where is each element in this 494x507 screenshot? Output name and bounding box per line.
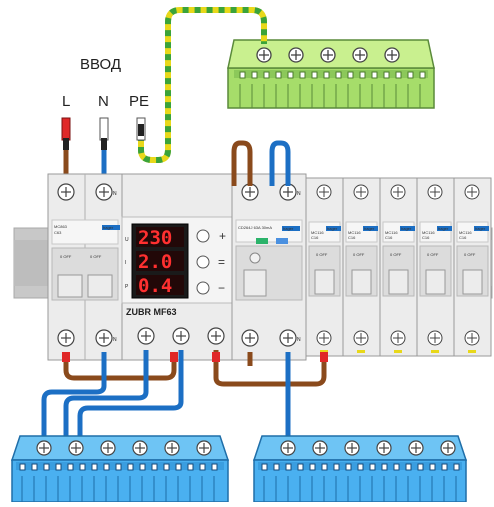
input-pe-ferrule xyxy=(136,117,146,141)
power-display xyxy=(136,275,184,295)
rcd-n-bottom: N xyxy=(297,337,301,343)
breaker-rating: C16 xyxy=(311,235,319,240)
group-breaker: hager MC116 C16 0 OFF xyxy=(416,177,455,357)
breaker-brand: hager xyxy=(327,226,338,231)
breaker-rating: C16 xyxy=(385,235,393,240)
rcd-neutral-jumper xyxy=(269,140,291,186)
breaker-rating: C16 xyxy=(459,235,467,240)
breaker-brand: hager xyxy=(475,226,486,231)
label-n: N xyxy=(98,93,109,110)
zubr-relay: 230 2.0 0.4 U I P + = − ZUBR MF63 xyxy=(121,173,233,361)
main-breaker-brand: hager xyxy=(103,225,114,230)
breaker-model: MC116 xyxy=(385,230,398,235)
row-letter-i: I xyxy=(125,260,126,266)
rcd-n-top: N xyxy=(297,191,301,197)
relay-button-down[interactable] xyxy=(196,281,210,295)
breaker-rating: C16 xyxy=(422,235,430,240)
breaker-model: MC116 xyxy=(422,230,435,235)
equal-label: = xyxy=(218,255,225,269)
group-breaker: hager MC116 C16 0 OFF xyxy=(453,177,492,357)
breaker-off: 0 OFF xyxy=(464,252,476,257)
label-l: L xyxy=(62,93,70,110)
breaker-off: 0 OFF xyxy=(390,252,402,257)
group-breaker: hager MC116 C16 0 OFF xyxy=(342,177,381,357)
relay-button-up[interactable] xyxy=(196,229,210,243)
breaker-brand: hager xyxy=(364,226,375,231)
main-breaker-n-bottom: N xyxy=(113,337,117,343)
voltage-value: 230 xyxy=(138,227,172,249)
main-breaker-model: MC863 xyxy=(54,224,68,229)
main-breaker-off-2: 0 OFF xyxy=(90,254,102,259)
row-letter-p: P xyxy=(125,284,129,290)
rcd: hager CD264J 63A 30mA N N xyxy=(231,173,307,361)
pe-wire xyxy=(138,7,267,163)
breaker-model: MC116 xyxy=(348,230,361,235)
current-value: 2.0 xyxy=(138,251,172,273)
breaker-model: MC116 xyxy=(311,230,324,235)
neutral-bus-right xyxy=(252,435,468,503)
bottom-wiring xyxy=(41,350,327,440)
breaker-off: 0 OFF xyxy=(353,252,365,257)
neutral-bus-left xyxy=(10,435,230,503)
breaker-brand: hager xyxy=(401,226,412,231)
minus-label: − xyxy=(218,281,225,295)
group-breaker: hager MC116 C16 0 OFF xyxy=(305,177,344,357)
breaker-brand: hager xyxy=(438,226,449,231)
group-breakers: hager MC116 C16 0 OFF hager MC116 C16 0 … xyxy=(305,177,492,357)
pe-bus-bar xyxy=(227,39,435,109)
current-display xyxy=(136,251,184,271)
main-breaker: N N hager MC863 C63 0 OFF 0 OFF xyxy=(47,173,123,361)
wire-ferrules xyxy=(62,352,328,362)
rcd-phase-jumper xyxy=(231,140,253,186)
relay-model: ZUBR MF63 xyxy=(126,307,177,317)
rcd-model: CD264J 63A 30mA xyxy=(238,225,272,230)
main-breaker-rating: C63 xyxy=(54,230,62,235)
breaker-rating: C16 xyxy=(348,235,356,240)
group-breaker: hager MC116 C16 0 OFF xyxy=(379,177,418,357)
breaker-off: 0 OFF xyxy=(316,252,328,257)
row-letter-u: U xyxy=(125,237,129,243)
plus-label: + xyxy=(219,229,226,243)
voltage-display xyxy=(136,227,184,247)
relay-button-mid[interactable] xyxy=(196,255,210,269)
breaker-model: MC116 xyxy=(459,230,472,235)
main-breaker-n-top: N xyxy=(113,191,117,197)
power-value: 0.4 xyxy=(138,275,172,297)
main-breaker-off-1: 0 OFF xyxy=(60,254,72,259)
rcd-brand: hager xyxy=(283,226,294,231)
label-pe: PE xyxy=(129,93,149,110)
input-title: ВВОД xyxy=(80,56,121,73)
breaker-off: 0 OFF xyxy=(427,252,439,257)
